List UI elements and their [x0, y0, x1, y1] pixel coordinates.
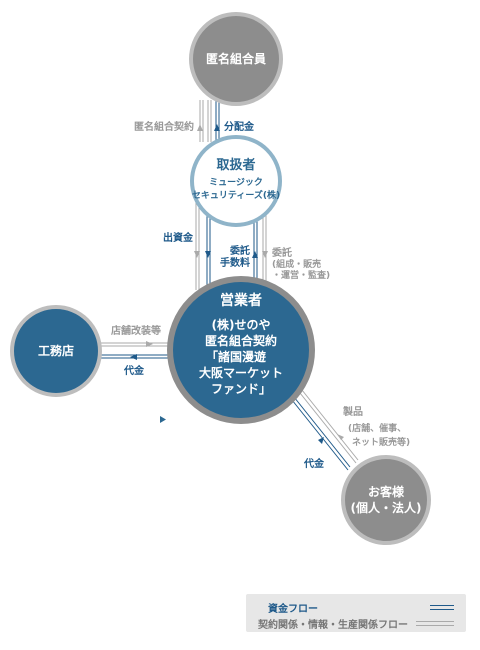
operator-title: 営業者: [220, 292, 262, 309]
label-renovation: 店舗改装等: [111, 324, 161, 337]
investor-label: 匿名組合員: [206, 51, 266, 66]
legend-money-label: 資金フロー: [268, 603, 318, 615]
customer-line2: (個人・法人): [351, 500, 422, 515]
arrow-right-renovation: [146, 341, 153, 347]
operator-line3: 「諸国漫遊: [206, 349, 266, 364]
label-distribution: 分配金: [224, 120, 255, 133]
operator-line4: 大阪マーケット: [199, 365, 283, 380]
arrow-payment-customer: [318, 437, 324, 444]
operator-line2: 匿名組合契約: [205, 333, 277, 348]
legend: 資金フロー 契約関係・情報・生産関係フロー: [246, 594, 466, 632]
handler-sub2: セキュリティーズ(株): [192, 189, 280, 201]
label-investment: 出資金: [163, 231, 194, 244]
arrow-down-investment-gray: [194, 251, 200, 258]
arrow-down-investment-blue: [205, 251, 211, 258]
arrow-up-commission: [252, 251, 258, 258]
arrow-products: [337, 434, 344, 440]
operator-customer-lines: [291, 389, 359, 471]
label-contract: 匿名組合契約: [134, 120, 194, 133]
customer-line1: お客様: [368, 484, 405, 499]
arrow-left-payment: [130, 354, 137, 360]
label-payment-contractor: 代金: [123, 364, 145, 377]
handler-sub1: ミュージック: [209, 177, 263, 188]
handler-title: 取扱者: [216, 157, 255, 173]
label-commission-2: 手数料: [220, 256, 250, 269]
legend-contract-label: 契約関係・情報・生産関係フロー: [258, 619, 408, 631]
arrow-up-distribution: [214, 124, 220, 131]
legend-row-contract: 契約関係・情報・生産関係フロー: [258, 616, 454, 631]
arrow-down-consign: [262, 251, 268, 258]
legend-row-money: 資金フロー: [258, 600, 454, 615]
label-commission-1: 委託: [229, 244, 250, 257]
label-products: 製品: [342, 405, 363, 418]
label-products-detail-2: ネット販売等): [352, 436, 410, 448]
label-payment-customer: 代金: [303, 457, 325, 470]
label-consign-detail-1: (組成・販売: [272, 258, 321, 270]
arrowheads: [130, 124, 344, 444]
node-customer: お客様 (個人・法人): [341, 455, 431, 545]
operator-line1: (株)せのや: [212, 317, 271, 332]
node-handler: 取扱者 ミュージック セキュリティーズ(株): [190, 135, 282, 227]
node-contractor: 工務店: [10, 305, 102, 397]
node-investor: 匿名組合員: [189, 12, 283, 106]
label-consign-detail-2: ・運営・監査): [272, 269, 330, 281]
label-products-detail-1: (店舗、催事、: [348, 422, 406, 434]
operator-line5: ファンド」: [211, 382, 271, 396]
legend-money-line: [430, 604, 454, 610]
legend-contract-line: [416, 620, 454, 626]
contractor-label: 工務店: [38, 343, 74, 358]
arrow-stray: [160, 416, 166, 423]
node-operator: 営業者 (株)せのや 匿名組合契約 「諸国漫遊 大阪マーケット ファンド」: [167, 276, 315, 424]
investor-handler-lines: [199, 100, 220, 142]
label-consign: 委託: [271, 246, 292, 259]
arrow-up-contract: [197, 124, 203, 131]
